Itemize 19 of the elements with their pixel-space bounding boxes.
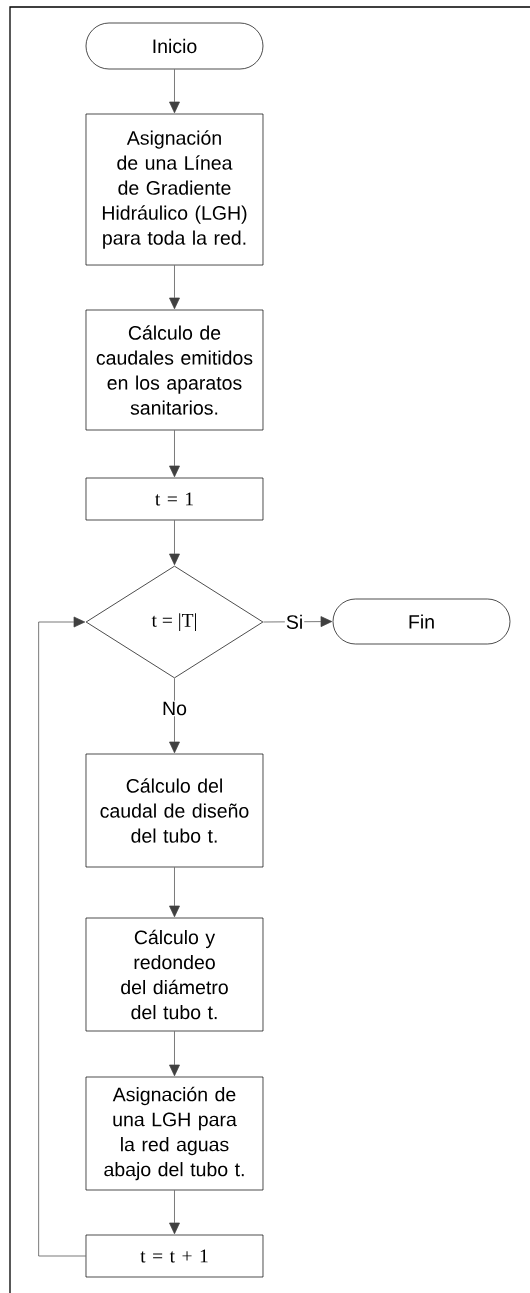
arrow <box>169 430 180 478</box>
arrow <box>169 678 180 754</box>
arrow <box>169 520 180 566</box>
process-box: Asignación de una LGH para la red aguas abajo del tubo t. <box>85 1076 264 1191</box>
arrow <box>263 616 333 627</box>
arrow <box>169 1190 180 1235</box>
arrow <box>169 69 180 114</box>
process-box: t = 1 <box>85 477 264 521</box>
process-box: Cálculo y redondeo del diámetro del tubo t. <box>85 917 264 1032</box>
edge-label: No <box>161 700 188 717</box>
arrow <box>169 265 180 310</box>
process-box: t = t + 1 <box>85 1234 264 1278</box>
edge-label: Si <box>284 613 305 630</box>
arrow <box>38 616 86 1257</box>
process-box: Cálculo de caudales emitidos en los aparatos sanitarios. <box>85 309 264 431</box>
process-box: Asignación de una Línea de Gradiente Hidráulico (LGH) para toda la red. <box>85 113 264 266</box>
arrow <box>169 1031 180 1077</box>
process-box: Cálculo del caudal de diseño del tubo t. <box>85 753 264 868</box>
arrow <box>169 867 180 918</box>
